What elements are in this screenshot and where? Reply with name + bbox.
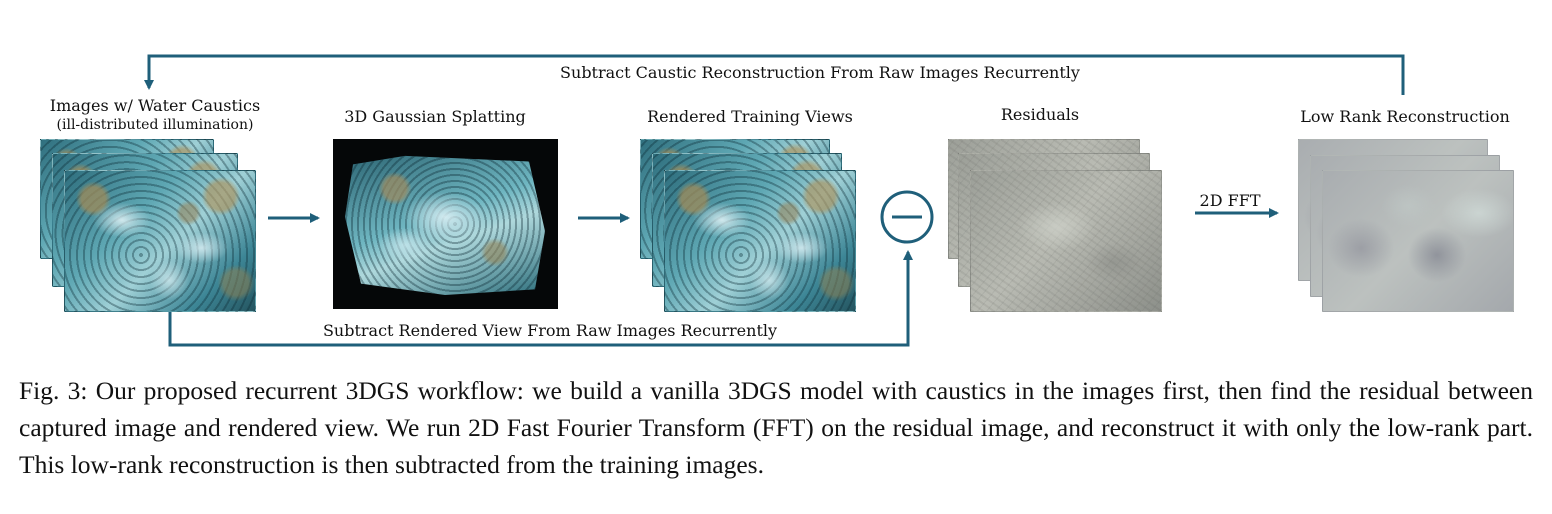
figure-caption: Fig. 3: Our proposed recurrent 3DGS work… xyxy=(19,376,1533,479)
gs-render-image xyxy=(345,155,545,295)
images-title: Images w/ Water Caustics xyxy=(49,96,261,115)
lowrank-title: Low Rank Reconstruction xyxy=(1300,107,1510,126)
caustic-image-front xyxy=(64,170,256,312)
gs-render-frame xyxy=(333,139,558,309)
rendered-view-front xyxy=(664,170,856,312)
bottom-loop-label: Subtract Rendered View From Raw Images R… xyxy=(322,321,778,340)
gs-title: 3D Gaussian Splatting xyxy=(344,107,526,126)
rendered-title: Rendered Training Views xyxy=(647,107,853,126)
residual-image-front xyxy=(970,170,1162,312)
fft-label: 2D FFT xyxy=(1199,191,1261,210)
images-subtitle: (ill-distributed illumination) xyxy=(56,117,254,133)
bottom-loop-arrow xyxy=(168,250,913,347)
lowrank-image-front xyxy=(1322,170,1514,312)
residuals-title: Residuals xyxy=(1000,105,1080,124)
flow-arrows xyxy=(144,54,1405,347)
workflow-diagram: Images w/ Water Caustics (ill-distribute… xyxy=(40,54,1514,347)
top-loop-label: Subtract Caustic Reconstruction From Raw… xyxy=(470,63,1170,82)
top-loop-arrow xyxy=(144,54,1405,95)
minus-operator-circle xyxy=(880,190,934,244)
